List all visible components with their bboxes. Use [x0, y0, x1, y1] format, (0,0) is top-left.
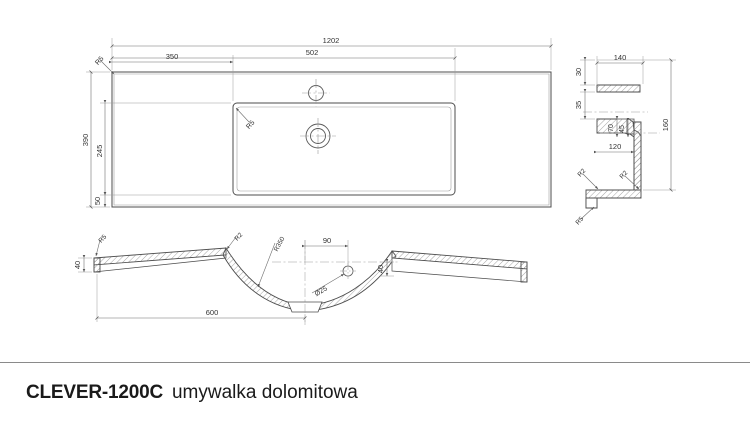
dim-side-rib-left: 70: [608, 116, 634, 137]
front-left-end-cap: [93, 257, 101, 273]
dim-basin-left-offset: 350: [109, 52, 233, 64]
leader-side-radius-upper: R2: [577, 167, 599, 190]
dim-front-slab-thickness: 40: [73, 255, 86, 272]
dim-label-r5-foot: R5: [575, 215, 586, 226]
caption-divider: [0, 362, 750, 363]
side-section-back-wall: [633, 121, 642, 191]
basin-rim-outer: [232, 102, 456, 196]
dim-label-70: 70: [608, 124, 615, 132]
dim-label-r5-front: R5: [98, 233, 109, 244]
dim-label-30: 30: [574, 68, 583, 76]
dim-label-245: 245: [95, 145, 104, 158]
dim-label-502: 502: [306, 48, 319, 57]
leader-side-radius-lower: R2: [619, 169, 640, 190]
dim-side-lip-height: 35: [574, 89, 587, 119]
dim-side-rib-right: 45: [619, 118, 630, 137]
dim-label-r350: R350: [273, 235, 287, 252]
side-section-foot: [585, 197, 598, 209]
dim-side-top-offset: 30: [574, 57, 587, 85]
dim-side-inner-width: 120: [594, 142, 634, 154]
dim-label-35: 35: [574, 101, 583, 109]
countertop-inner-edge: [113, 73, 550, 206]
dim-label-40-left: 40: [73, 261, 82, 269]
leader-side-radius-foot: R5: [575, 206, 595, 226]
dim-label-r2-lower: R2: [619, 169, 630, 180]
dim-label-1202: 1202: [323, 36, 340, 45]
dim-label-r2-front: R2: [234, 231, 245, 242]
dim-label-90: 90: [323, 236, 331, 245]
dim-front-drain-depth: 40: [376, 259, 389, 276]
drain-hole: [300, 118, 336, 154]
dim-overall-width: 1202: [110, 36, 553, 48]
basin-rim-inner: [236, 106, 452, 192]
dim-label-d25: Ø25: [314, 285, 329, 298]
dim-label-40-right: 40: [376, 265, 385, 273]
dim-side-width: 140: [595, 53, 645, 65]
dim-front-basin-span: 600: [95, 308, 307, 320]
dim-label-350: 350: [166, 52, 179, 61]
dim-label-120: 120: [609, 142, 622, 151]
dim-label-160: 160: [661, 119, 670, 132]
dim-basin-inner-depth: 245: [95, 100, 107, 195]
dim-label-r5-outer: R5: [94, 55, 105, 66]
leader-radius-outer-corner: R5: [94, 55, 115, 75]
product-description: umywalka dolomitowa: [171, 382, 358, 403]
dim-basin-center-offset: 502: [110, 48, 457, 60]
caption-text: CLEVER-1200C umywalka dolomitowa: [26, 382, 358, 404]
dim-front-ledge: 50: [93, 192, 107, 207]
dim-label-390: 390: [81, 134, 90, 147]
front-bowl-left: [222, 247, 306, 312]
dim-side-height: 160: [661, 58, 673, 192]
top-view-group: 1202 502 350 390: [81, 36, 553, 209]
dim-label-50: 50: [93, 197, 102, 205]
leader-front-radius-transition: R2: [226, 231, 245, 250]
leader-radius-basin-corner: R5: [235, 107, 257, 131]
side-section-view-group: 140 160 30 35: [574, 53, 676, 226]
product-code: CLEVER-1200C: [26, 382, 163, 403]
front-section-view-group: 40 90 40 Ø25: [73, 231, 528, 325]
dim-label-140: 140: [614, 53, 627, 62]
leader-front-radius-bowl: R350: [257, 235, 287, 288]
leader-front-drain-diameter: Ø25: [311, 273, 345, 298]
dim-label-r2-upper: R2: [577, 167, 588, 178]
leader-front-radius-left: R5: [95, 233, 109, 257]
dim-label-r5-basin: R5: [245, 119, 256, 130]
front-right-end-cap: [520, 261, 528, 283]
side-section-upper-lip: [596, 84, 641, 93]
caption-bar: CLEVER-1200C umywalka dolomitowa: [0, 362, 750, 421]
dim-front-drain-offset: 90: [302, 236, 348, 248]
dim-label-45: 45: [619, 125, 626, 133]
tap-hole: [302, 79, 330, 107]
dim-overall-depth: 390: [81, 70, 93, 209]
dim-label-600: 600: [206, 308, 219, 317]
